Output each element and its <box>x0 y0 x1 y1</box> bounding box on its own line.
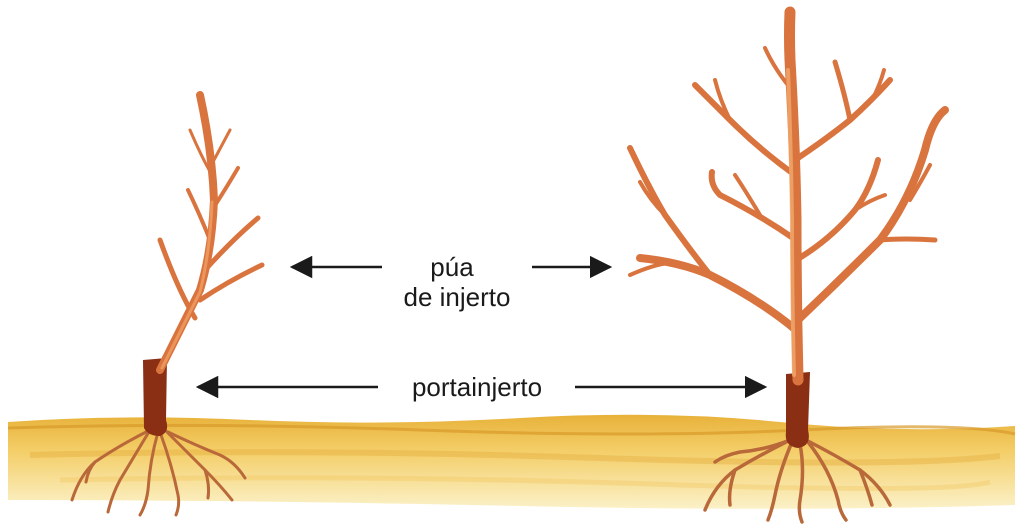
label-scion-line2: de injerto <box>392 282 522 312</box>
label-rootstock: portainjerto <box>387 372 567 402</box>
mature-tree-scion <box>630 12 945 380</box>
label-scion-line1: púa <box>402 252 502 282</box>
